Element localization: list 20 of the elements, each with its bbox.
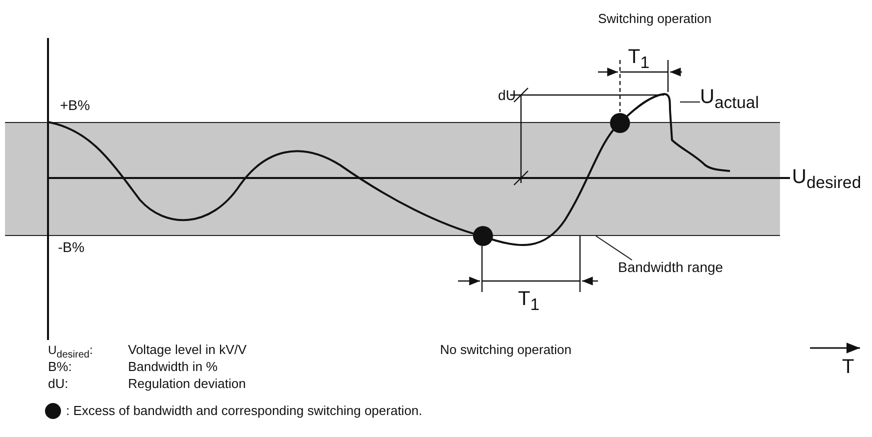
annotation-text: U$_{actual}$ <box>700 86 759 112</box>
legend-key: dU: <box>48 377 68 392</box>
level-label: U$_{desired}$ <box>792 166 862 192</box>
dimension-label: dU <box>498 88 516 104</box>
level-label: +B% <box>60 98 90 114</box>
annotation-text: Switching operation <box>598 12 712 26</box>
bandwidth-band <box>5 122 780 236</box>
leader-line <box>596 236 632 260</box>
dimension-label: T$_{1}$ <box>518 288 540 314</box>
legend-key: B%: <box>48 360 72 374</box>
axis-label: T <box>842 356 854 378</box>
annotation-text: No switching operation <box>440 343 572 358</box>
legend-text: Voltage level in kV/V <box>128 343 247 358</box>
dimension-label: T$_{1}$ <box>628 46 650 72</box>
annotation-text: Bandwidth range <box>618 260 724 276</box>
level-label: -B% <box>58 240 84 256</box>
legend-key: U$_{desired}$: <box>48 344 93 360</box>
legend-text: Bandwidth in % <box>128 360 218 374</box>
legend-text: Regulation deviation <box>128 377 246 392</box>
legend-text: : Excess of bandwidth and corresponding switching operation. <box>66 404 422 418</box>
